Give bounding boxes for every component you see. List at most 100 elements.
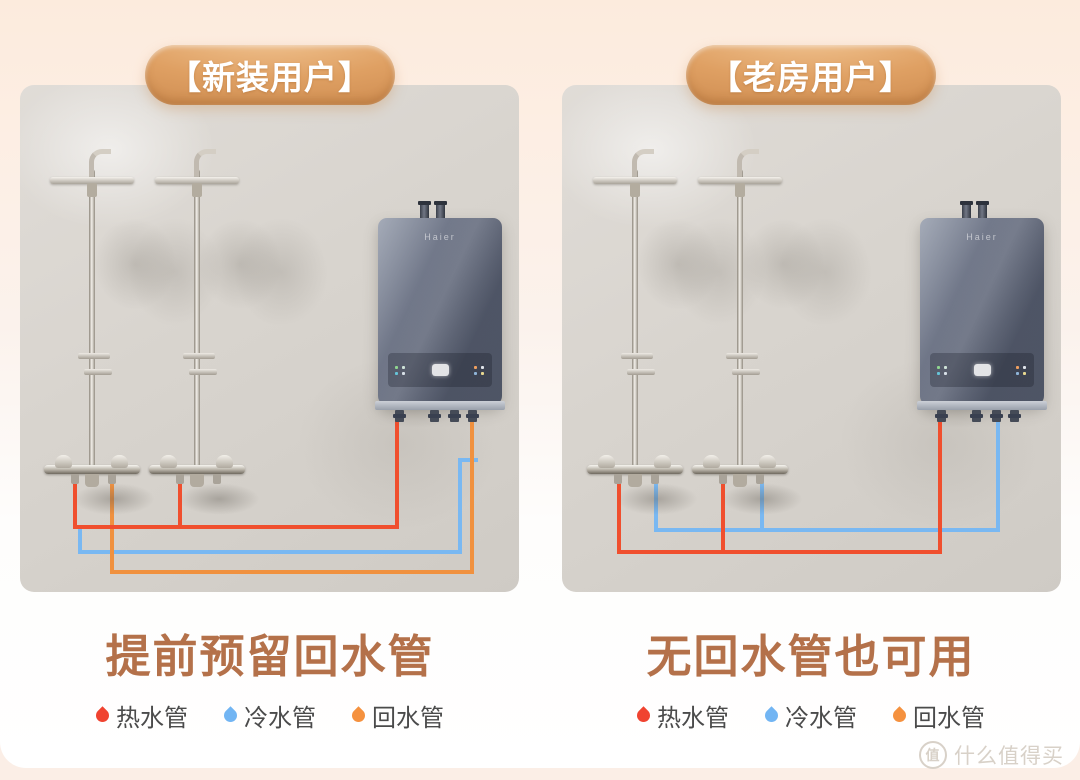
cold-water-pipe <box>654 528 1000 532</box>
smzdm-watermark: 值 什么值得买 <box>919 740 1064 770</box>
faucet-shadow <box>601 477 713 521</box>
legend-item-hot: 热水管 <box>93 698 188 733</box>
rail-holder <box>726 353 758 359</box>
cold-drop-icon <box>762 706 781 725</box>
faucet-knob <box>598 455 615 468</box>
shower-fixture <box>690 147 842 521</box>
heater-display <box>930 353 1034 387</box>
pipe-stub <box>71 474 79 484</box>
shower-shadow <box>181 199 299 329</box>
hot-drop-icon <box>93 706 112 725</box>
display-indicators <box>474 365 485 375</box>
hot-water-pipe <box>617 550 942 554</box>
hot-outlet-port <box>393 410 406 422</box>
cold-water-pipe <box>458 458 478 462</box>
panel-caption: 提前预留回水管 <box>105 631 435 682</box>
faucet-center <box>628 474 642 487</box>
pipe-stub <box>176 474 184 484</box>
badge-new-install: 【新装用户】 <box>145 45 395 105</box>
shower-fixture <box>42 147 194 521</box>
heater-base <box>917 401 1047 410</box>
shower-shadow <box>619 199 737 329</box>
shower-neck <box>630 183 640 197</box>
cold-water-pipe <box>78 550 462 554</box>
wall-shadow <box>216 197 346 347</box>
rail-holder <box>627 369 655 375</box>
shower-spout <box>632 149 654 178</box>
shower-rail <box>632 169 638 467</box>
hot-water-pipe <box>938 413 942 554</box>
legend-label: 冷水管 <box>785 705 857 732</box>
shower-rail <box>194 169 200 467</box>
display-indicators <box>937 365 948 375</box>
exhaust-vent <box>976 201 989 219</box>
return-drop-icon <box>349 706 368 725</box>
rail-holder <box>621 353 653 359</box>
faucet-shadow <box>706 477 818 521</box>
return-water-pipe <box>110 570 474 574</box>
panel-new-install: Haier <box>20 85 519 592</box>
rail-holder <box>189 369 217 375</box>
legend-item-cold: 冷水管 <box>762 698 857 733</box>
cold-water-pipe <box>760 478 764 532</box>
faucet-knob <box>703 455 720 468</box>
cold-inlet-port <box>448 410 461 422</box>
shower-head <box>155 177 239 184</box>
faucet-bar <box>692 465 788 474</box>
legend-item-cold: 冷水管 <box>221 698 316 733</box>
faucet-knob <box>160 455 177 468</box>
hot-water-pipe <box>721 478 725 554</box>
display-temperature <box>431 364 449 376</box>
exhaust-vent <box>960 201 973 219</box>
faucet-knob <box>216 455 233 468</box>
shower-head <box>593 177 677 184</box>
display-indicators <box>1016 365 1027 375</box>
shower-head <box>698 177 782 184</box>
faucet-bar <box>587 465 683 474</box>
wall-shadow <box>760 197 890 347</box>
shower-shadow <box>76 199 194 329</box>
shower-head <box>50 177 134 184</box>
legend-item-hot: 热水管 <box>634 698 729 733</box>
legend-label: 回水管 <box>913 705 985 732</box>
pipe-legend: 热水管 冷水管 回水管 <box>561 698 1061 733</box>
cold-water-pipe <box>78 526 82 554</box>
gas-port <box>428 410 441 422</box>
cold-water-pipe <box>996 415 1000 532</box>
faucet-bar <box>44 465 140 474</box>
pipe-stub <box>756 474 764 484</box>
cold-water-pipe <box>654 478 658 532</box>
shower-spout <box>737 149 759 178</box>
legend-label: 热水管 <box>116 705 188 732</box>
shower-neck <box>192 183 202 197</box>
pipe-stub <box>614 474 622 484</box>
heater-brand-logo: Haier <box>966 232 998 242</box>
shower-spout <box>89 149 111 178</box>
hot-water-pipe <box>395 415 399 529</box>
pipe-stub <box>651 474 659 484</box>
wall-shadow <box>654 197 784 347</box>
faucet-center <box>85 474 99 487</box>
faucet-shadow <box>58 477 170 521</box>
watermark-text: 什么值得买 <box>954 745 1064 768</box>
hot-outlet-port <box>935 410 948 422</box>
watermark-logo-icon: 值 <box>919 741 947 769</box>
shower-fixture <box>585 147 737 521</box>
cold-inlet-port <box>990 410 1003 422</box>
hot-water-pipe <box>73 525 399 529</box>
rail-holder <box>84 369 112 375</box>
faucet-knob <box>111 455 128 468</box>
shower-spout <box>194 149 216 178</box>
rail-holder <box>183 353 215 359</box>
heater-display <box>388 353 492 387</box>
hot-water-pipe <box>178 478 182 529</box>
return-drop-icon <box>890 706 909 725</box>
cold-drop-icon <box>221 706 240 725</box>
pipe-legend: 热水管 冷水管 回水管 <box>20 698 520 733</box>
pipe-stub <box>213 474 221 484</box>
hot-water-pipe <box>617 478 621 554</box>
shower-neck <box>87 183 97 197</box>
cold-water-pipe <box>458 458 462 554</box>
faucet-knob <box>759 455 776 468</box>
